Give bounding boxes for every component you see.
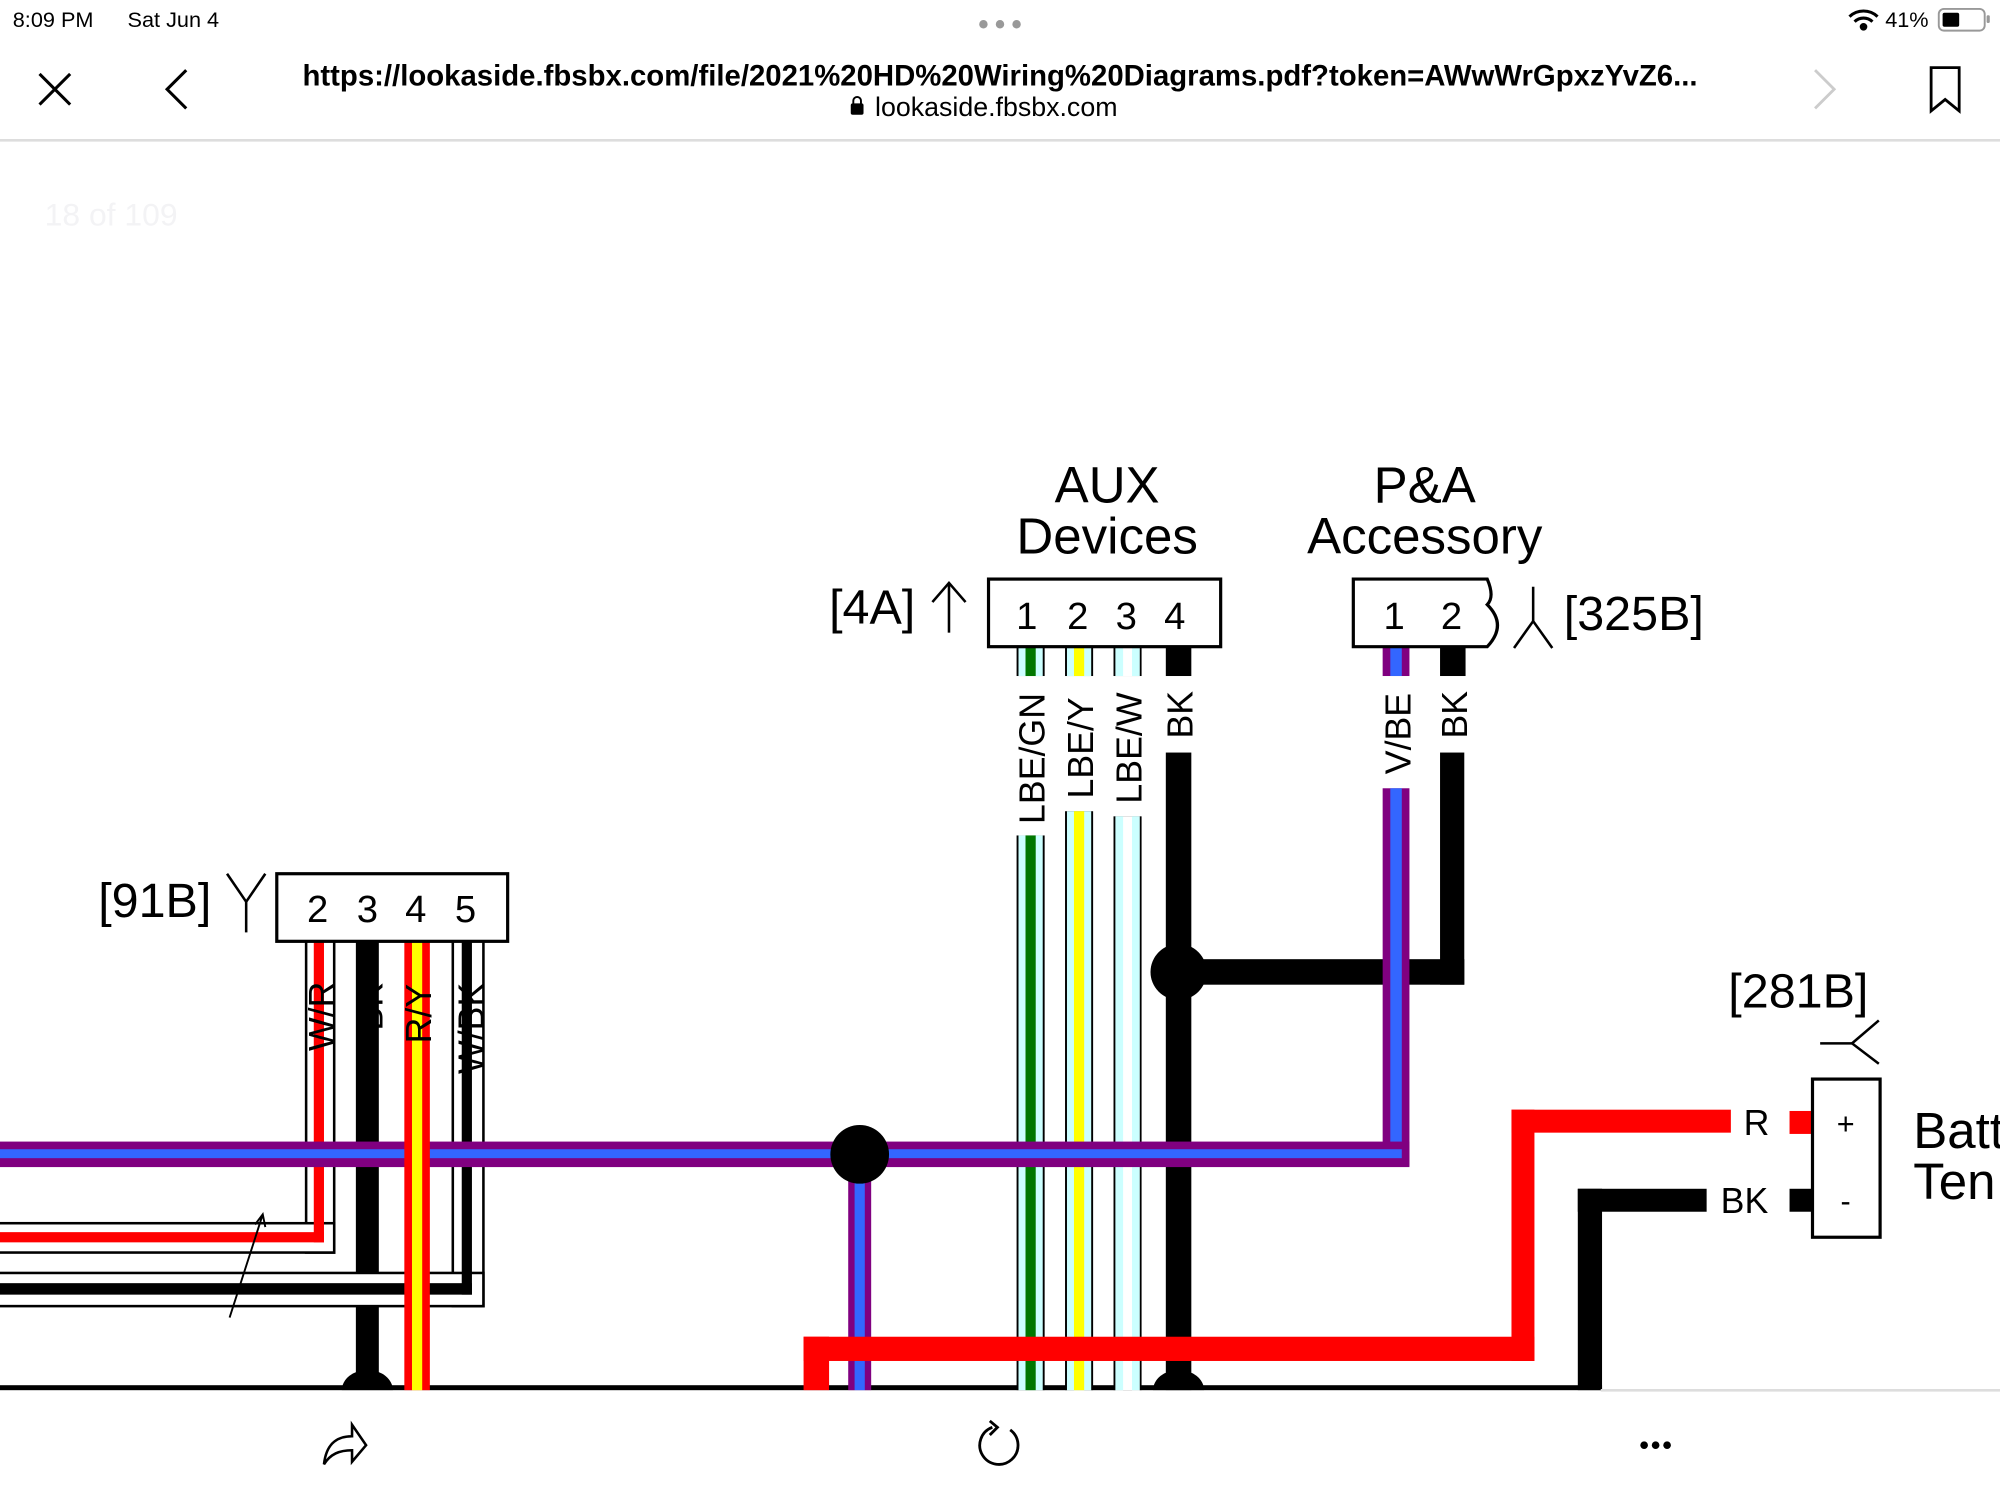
wire-segment	[1789, 1110, 1812, 1134]
splice-dot	[830, 1125, 890, 1184]
connector-325b	[1351, 577, 1500, 649]
wire-segment	[1511, 1109, 1535, 1361]
wire-break-mark	[228, 1212, 267, 1318]
wire-segment	[0, 1149, 1402, 1159]
pa-subtitle: Accessory	[1307, 508, 1543, 565]
domain-text: lookaside.fbsbx.com	[875, 92, 1118, 122]
wire-label: R	[1744, 1103, 1770, 1143]
wire-label: BK	[1435, 691, 1475, 739]
pin-plus: +	[1837, 1107, 1855, 1141]
wire-segment	[1511, 1109, 1731, 1133]
wire-segment	[0, 1232, 324, 1243]
wire-segment	[1440, 646, 1466, 677]
connector-female-icon	[1820, 1019, 1880, 1065]
wire-segment	[313, 941, 324, 1243]
wire-segment	[1178, 959, 1465, 985]
pin-label: 3	[1116, 595, 1137, 638]
wire-segment	[1115, 816, 1124, 1391]
wires	[0, 646, 1812, 1391]
connector-4a	[986, 577, 1223, 649]
wire-label: R/Y	[399, 984, 439, 1044]
wire-segment	[1025, 646, 1036, 677]
wire-label: BK	[1161, 691, 1201, 739]
wire-segment	[1132, 646, 1140, 677]
wire-label: LBE/Y	[1061, 697, 1101, 798]
battery-tender-label: Batt	[1913, 1102, 2000, 1159]
battery-icon	[1937, 7, 1990, 32]
wire-segment	[0, 1283, 472, 1295]
bottom-toolbar	[0, 1390, 2000, 1500]
ground-line	[0, 1385, 1603, 1391]
aux-subtitle: Devices	[1016, 508, 1197, 565]
bookmark-icon[interactable]	[1929, 66, 1961, 114]
aux-title: AUX	[1055, 457, 1160, 514]
wire-segment	[803, 1336, 1535, 1361]
wiring-diagram: AUX Devices 1 2 3 4 [4A] LBE/GN LBE/Y LB…	[0, 457, 2000, 1391]
pin-label: 1	[1383, 595, 1404, 638]
wire-segment	[854, 1154, 865, 1391]
pin-label: 4	[405, 888, 426, 931]
wire-segment	[1025, 835, 1036, 1391]
battery-percent: 41%	[1885, 7, 1928, 32]
wire-segment	[1132, 816, 1140, 1391]
ref-325b: [325B]	[1564, 587, 1704, 641]
arrow-up-icon	[931, 580, 967, 633]
more-dots-icon[interactable]	[979, 20, 1021, 29]
pa-title: P&A	[1374, 457, 1476, 514]
connector-91b	[275, 872, 510, 943]
pin-minus: -	[1841, 1185, 1851, 1219]
wire-segment	[1073, 811, 1085, 1391]
ref-91b: [91B]	[98, 874, 211, 928]
ref-281b: [281B]	[1728, 965, 1868, 1019]
wire-label: LBE/GN	[1013, 693, 1053, 824]
connector-male-icon	[225, 873, 267, 933]
pin-label: 4	[1164, 595, 1185, 638]
reload-icon[interactable]	[978, 1419, 1020, 1466]
wire-segment	[803, 1336, 830, 1391]
connector-281b	[1810, 1077, 1882, 1239]
page-indicator: 18 of 109	[45, 197, 178, 233]
wire-segment	[1440, 752, 1465, 985]
wire-label: LBE/W	[1110, 692, 1150, 803]
forward-icon[interactable]	[1814, 69, 1837, 110]
share-icon[interactable]	[322, 1420, 368, 1466]
wire-segment	[1115, 646, 1124, 677]
wire-label: W/BK	[451, 983, 491, 1074]
splice-dot	[1150, 943, 1207, 1000]
battery-tender-label: Ten	[1913, 1153, 1995, 1210]
wire-segment	[1390, 646, 1402, 677]
wire-segment	[1390, 788, 1402, 1159]
pin-label: 3	[357, 888, 378, 931]
wire-segment	[1165, 752, 1192, 1391]
wire-segment	[461, 941, 472, 1295]
wire-segment	[1577, 1188, 1603, 1391]
connector-female-icon	[1512, 586, 1554, 649]
wire-segment	[411, 941, 423, 1391]
ground-splice	[1153, 1369, 1205, 1391]
pin-label: 2	[1441, 595, 1462, 638]
wire-segment	[1073, 646, 1085, 677]
wifi-icon	[1848, 9, 1879, 31]
ref-4a: [4A]	[829, 581, 915, 635]
pin-label: 5	[455, 888, 476, 931]
lock-icon	[850, 96, 864, 115]
status-time: 8:09 PM	[13, 7, 94, 32]
wire-label: V/BE	[1379, 693, 1419, 774]
status-date: Sat Jun 4	[128, 7, 220, 32]
more-icon[interactable]	[1640, 1441, 1671, 1449]
pin-label: 1	[1016, 595, 1037, 638]
ground-splice	[341, 1369, 393, 1391]
wire-segment	[1577, 1188, 1707, 1212]
close-icon[interactable]	[38, 72, 72, 106]
wire-label: W/R	[302, 982, 342, 1051]
pin-label: 2	[307, 888, 328, 931]
wire-label: BK	[1721, 1181, 1769, 1221]
pin-label: 2	[1067, 595, 1088, 638]
url-text[interactable]: https://lookaside.fbsbx.com/file/2021%20…	[302, 59, 1697, 92]
back-icon[interactable]	[164, 69, 188, 110]
wire-label: BK	[351, 983, 391, 1031]
wire-segment	[1789, 1188, 1812, 1212]
wire-segment	[1165, 646, 1192, 677]
